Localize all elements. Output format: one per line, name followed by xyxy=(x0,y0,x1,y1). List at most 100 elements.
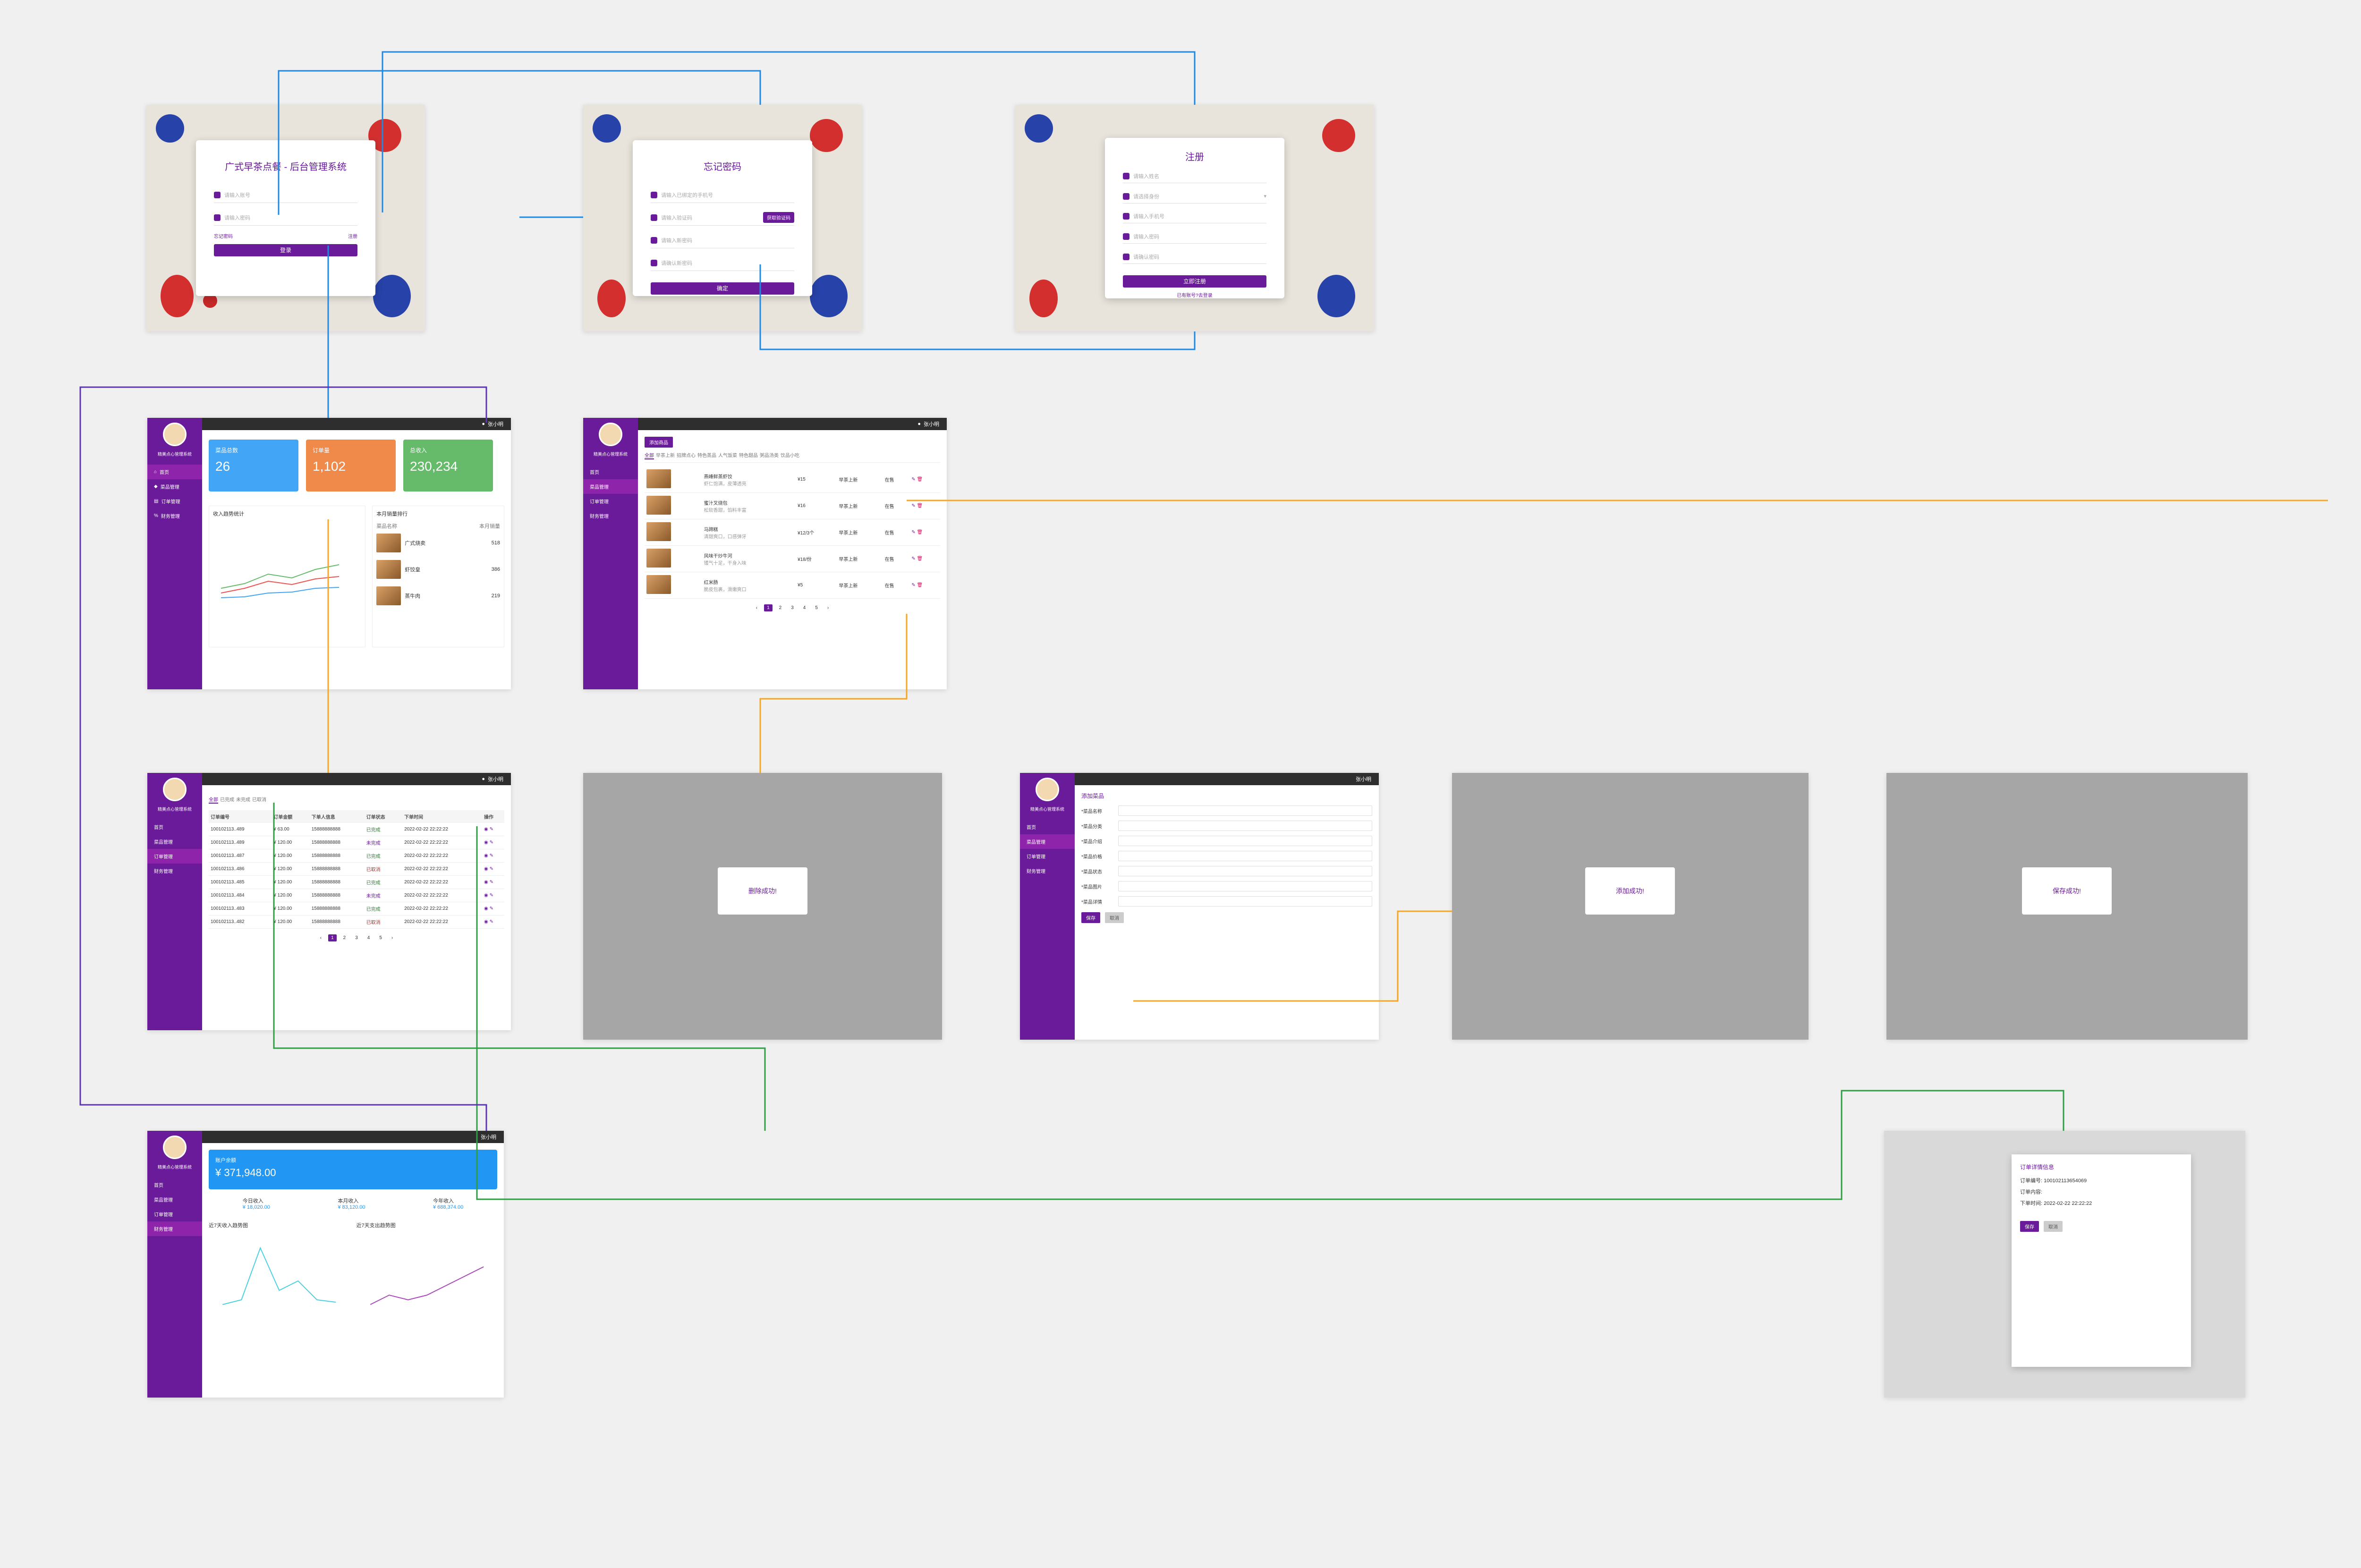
username-field[interactable]: 请输入账号 xyxy=(214,187,357,203)
tab[interactable]: 饮品小吃 xyxy=(781,453,799,458)
dish-price: ¥16 xyxy=(796,492,837,519)
tab-all[interactable]: 全部 xyxy=(645,451,654,459)
form-row: *菜品图片 xyxy=(1081,881,1372,891)
edit-icon[interactable]: ✎ xyxy=(489,827,493,832)
register-button[interactable]: 立即注册 xyxy=(1123,275,1266,288)
tab[interactable]: 早茶上新 xyxy=(656,453,675,458)
confirm-password-field[interactable]: 请确认新密码 xyxy=(651,255,794,271)
edit-icon[interactable]: ✎ xyxy=(489,919,493,924)
sidebar-item-dishes[interactable]: 菜品管理 xyxy=(154,840,173,845)
login-button[interactable]: 登录 xyxy=(214,244,357,256)
name-field[interactable]: 请输入姓名 xyxy=(1123,170,1266,183)
edit-icon[interactable]: ✎ xyxy=(911,477,916,482)
role-select[interactable]: 请选择身份▾ xyxy=(1123,190,1266,203)
dish-desc: 镬气十足，干身入味 xyxy=(704,560,747,566)
code-field[interactable]: 请输入验证码获取验证码 xyxy=(651,210,794,226)
field-input[interactable] xyxy=(1118,866,1372,876)
save-button[interactable]: 保存 xyxy=(1081,912,1100,923)
forgot-password-link[interactable]: 忘记密码 xyxy=(214,234,233,239)
edit-icon[interactable]: ✎ xyxy=(489,866,493,872)
tab-pending[interactable]: 未完成 xyxy=(236,797,250,803)
tab-done[interactable]: 已完成 xyxy=(220,797,234,803)
tab[interactable]: 粥品汤类 xyxy=(760,453,779,458)
edit-icon[interactable]: ✎ xyxy=(489,853,493,858)
user-name[interactable]: 张小明 xyxy=(481,1135,496,1140)
save-button[interactable]: 保存 xyxy=(2020,1221,2039,1232)
trash-icon[interactable]: 🗑 xyxy=(917,556,923,561)
next-page[interactable]: › xyxy=(827,605,829,610)
edit-icon[interactable]: ✎ xyxy=(911,530,916,535)
field-input[interactable] xyxy=(1118,805,1372,816)
cancel-button[interactable]: 取消 xyxy=(1105,912,1124,923)
field-input[interactable] xyxy=(1118,821,1372,831)
edit-icon[interactable]: ✎ xyxy=(489,880,493,885)
password-field[interactable]: 请输入密码 xyxy=(1123,230,1266,244)
tab[interactable]: 特色蒸品 xyxy=(697,453,716,458)
phone-field[interactable]: 请输入手机号 xyxy=(1123,210,1266,224)
view-icon[interactable]: ◉ xyxy=(484,880,488,885)
edit-icon[interactable]: ✎ xyxy=(911,556,916,561)
sidebar-item-home[interactable]: 首页 xyxy=(590,470,599,475)
view-icon[interactable]: ◉ xyxy=(484,866,488,872)
to-login-link[interactable]: 已有账号?去登录 xyxy=(1177,293,1213,298)
edit-icon[interactable]: ✎ xyxy=(489,893,493,898)
sidebar-item-home[interactable]: ⌂首页 xyxy=(147,465,202,479)
user-name[interactable]: 张小明 xyxy=(924,422,939,427)
view-icon[interactable]: ◉ xyxy=(484,906,488,911)
sidebar-item-finance[interactable]: 财务管理 xyxy=(154,869,173,874)
phone-field[interactable]: 请输入已绑定的手机号 xyxy=(651,187,794,203)
field-input[interactable] xyxy=(1118,896,1372,907)
view-icon[interactable]: ◉ xyxy=(484,827,488,832)
user-name[interactable]: 张小明 xyxy=(488,422,503,427)
prev-page[interactable]: ‹ xyxy=(756,605,758,610)
forgot-submit-button[interactable]: 确定 xyxy=(651,282,794,295)
sidebar-item-dishes[interactable]: 菜品管理 xyxy=(583,479,638,494)
dish-thumbnail xyxy=(376,586,401,605)
cancel-button[interactable]: 取消 xyxy=(2044,1221,2063,1232)
send-code-button[interactable]: 获取验证码 xyxy=(763,212,794,223)
edit-icon[interactable]: ✎ xyxy=(911,503,916,509)
tab[interactable]: 招牌点心 xyxy=(677,453,696,458)
register-link[interactable]: 注册 xyxy=(348,234,357,239)
trash-icon[interactable]: 🗑 xyxy=(917,583,923,588)
order-no: 100102113..483 xyxy=(209,902,272,915)
trash-icon[interactable]: 🗑 xyxy=(917,503,923,509)
sidebar-item-orders[interactable]: ▤订单管理 xyxy=(154,499,180,505)
field-input[interactable] xyxy=(1118,836,1372,846)
view-icon[interactable]: ◉ xyxy=(484,919,488,924)
new-password-field[interactable]: 请输入新密码 xyxy=(651,232,794,248)
password-field[interactable]: 请输入密码 xyxy=(214,210,357,226)
user-name[interactable]: 张小明 xyxy=(1356,777,1371,782)
field-input[interactable] xyxy=(1118,851,1372,861)
view-icon[interactable]: ◉ xyxy=(484,853,488,858)
confirm-password-field[interactable]: 请确认密码 xyxy=(1123,250,1266,264)
sidebar-item-orders[interactable]: 订单管理 xyxy=(147,849,202,864)
login-title: 广式早茶点餐 - 后台管理系统 xyxy=(225,162,347,172)
view-icon[interactable]: ◉ xyxy=(484,840,488,845)
edit-icon[interactable]: ✎ xyxy=(911,583,916,588)
order-time: 2022-02-22 22:22:22 xyxy=(402,862,483,876)
sidebar-item-finance[interactable]: 财务管理 xyxy=(590,514,609,519)
order-user: 15888888888 xyxy=(309,849,365,863)
tab[interactable]: 人气饭菜 xyxy=(718,453,737,458)
sidebar-item-finance[interactable]: %财务管理 xyxy=(154,513,180,519)
trash-icon[interactable]: 🗑 xyxy=(917,530,923,535)
sidebar-item-home[interactable]: 首页 xyxy=(154,825,163,831)
tab-cancelled[interactable]: 已取消 xyxy=(252,797,266,803)
sidebar-item-dishes[interactable]: ◆菜品管理 xyxy=(154,484,179,490)
sidebar-item-orders[interactable]: 订单管理 xyxy=(590,500,609,505)
tab[interactable]: 特色甜品 xyxy=(739,453,758,458)
user-name[interactable]: 张小明 xyxy=(488,777,503,782)
view-icon[interactable]: ◉ xyxy=(484,893,488,898)
add-dish-button[interactable]: 添加商品 xyxy=(645,437,673,448)
trash-icon[interactable]: 🗑 xyxy=(917,477,923,482)
tab-all[interactable]: 全部 xyxy=(209,796,218,804)
field-input[interactable] xyxy=(1118,881,1372,891)
edit-icon[interactable]: ✎ xyxy=(489,906,493,911)
edit-icon[interactable]: ✎ xyxy=(489,840,493,845)
